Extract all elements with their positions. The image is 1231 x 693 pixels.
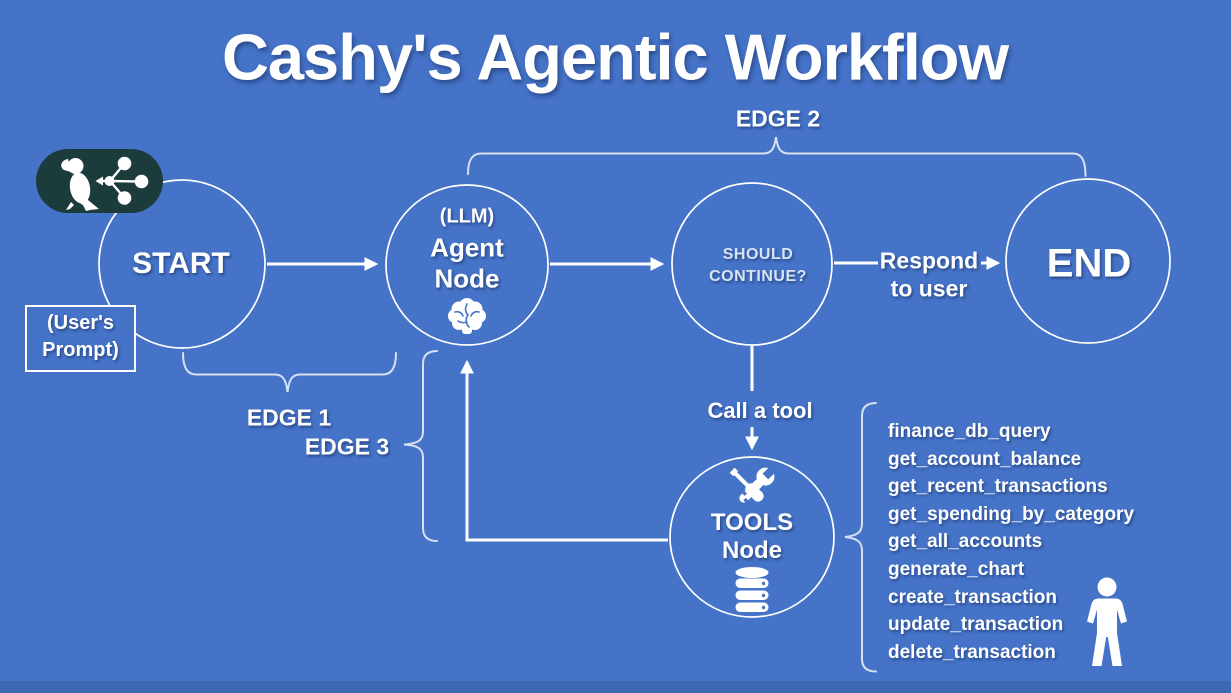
edge2-brace <box>467 136 1087 177</box>
tool-list-item: get_all_accounts <box>888 531 1043 553</box>
respond-label-line1: Respond <box>879 247 979 274</box>
end-node-circle <box>1005 178 1171 344</box>
tools-node-label-line2: Node <box>722 537 782 564</box>
end-node-label: END <box>1046 241 1132 286</box>
user-prompt-line1: (User's <box>46 312 114 334</box>
parrot-icon <box>61 158 99 211</box>
tools-node-label-line1: TOOLS <box>710 509 794 536</box>
page-title: Cashy's Agentic Workflow <box>221 20 1009 94</box>
tool-list-item: delete_transaction <box>888 641 1056 663</box>
agent-node-circle <box>385 184 549 346</box>
database-icon <box>735 567 769 612</box>
start-node-circle <box>98 179 266 349</box>
tool-list-item: get_recent_transactions <box>888 476 1108 498</box>
edge1-brace <box>182 352 397 393</box>
edge3-label: EDGE 3 <box>304 433 390 460</box>
tools-node-circle <box>669 456 835 618</box>
agent-node-subtitle: (LLM) <box>439 205 495 228</box>
langgraph-logo <box>36 149 163 213</box>
agent-node-label-line2: Node <box>434 263 500 294</box>
arrow-tools-to-agent <box>460 359 668 542</box>
decision-node-label-line1: SHOULD <box>722 246 794 263</box>
edge1-label: EDGE 1 <box>246 404 332 431</box>
user-prompt-line2: Prompt) <box>42 339 119 361</box>
start-node-label: START <box>132 247 230 280</box>
decision-node-circle <box>671 182 833 346</box>
slide-bottom-strip <box>0 681 1231 693</box>
user-prompt-box: (User's Prompt) <box>25 305 136 372</box>
decision-node-label-line2: CONTINUE? <box>709 268 807 285</box>
person-icon <box>1087 577 1127 666</box>
edge2-label: EDGE 2 <box>735 105 821 132</box>
brain-icon <box>448 298 486 334</box>
graph-share-icon <box>95 156 149 205</box>
wrench-screwdriver-icon <box>729 464 778 503</box>
edge3-brace <box>403 350 438 542</box>
tool-list-brace <box>844 402 877 673</box>
tool-list-item: get_spending_by_category <box>888 503 1135 525</box>
call-tool-label: Call a tool <box>707 398 813 423</box>
tool-list-item: create_transaction <box>888 586 1057 608</box>
tool-list: finance_db_query get_account_balance get… <box>888 418 1134 666</box>
tool-list-item: update_transaction <box>888 614 1064 636</box>
tool-list-item: finance_db_query <box>888 421 1051 442</box>
respond-label-line2: to user <box>890 275 968 302</box>
agent-node-label-line1: Agent <box>430 232 504 263</box>
tool-list-item: get_account_balance <box>888 448 1082 470</box>
tool-list-item: generate_chart <box>888 558 1025 580</box>
